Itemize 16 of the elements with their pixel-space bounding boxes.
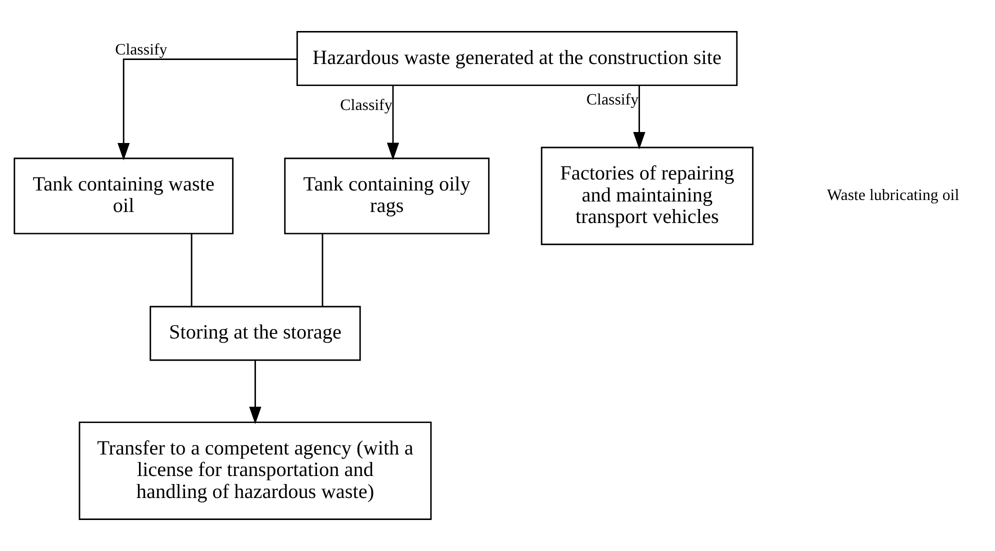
edge-label: Classify: [115, 42, 168, 59]
node-box: Hazardous waste generated at the construction site: [296, 31, 738, 86]
edge-label: Classify: [340, 96, 392, 114]
node-box: Storing at the storage: [150, 306, 361, 361]
connector: [322, 234, 324, 306]
node-box: Tank containing waste oil: [14, 158, 234, 234]
arrow: [118, 58, 297, 160]
connector: [190, 234, 192, 306]
node-box: Tank containing oily rags: [284, 158, 490, 234]
arrow: [633, 86, 646, 150]
label: Waste lubricating oil: [827, 187, 960, 204]
node-box: Transfer to a competent agency (with a license for transportation and handling of hazardous waste): [78, 422, 432, 520]
node-box: Factories of repairing and maintaining transport vehicles: [540, 146, 754, 246]
arrow: [386, 86, 400, 160]
edge-label: Classify: [586, 92, 639, 109]
arrow: [249, 360, 262, 424]
